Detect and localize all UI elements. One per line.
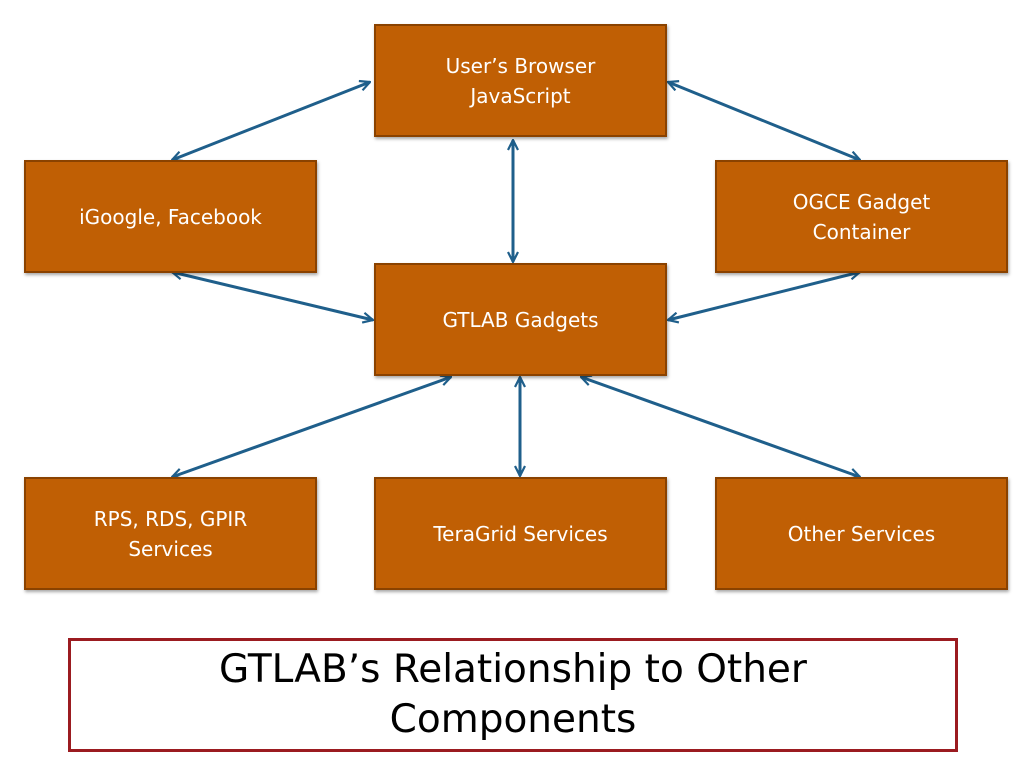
node-teragrid-services: TeraGrid Services	[374, 477, 667, 590]
node-other-services: Other Services	[715, 477, 1008, 590]
arrow-igoogle-gtlab	[172, 272, 373, 320]
diagram-caption: GTLAB’s Relationship to Other Components	[68, 638, 958, 752]
arrow-browser-igoogle	[172, 82, 370, 160]
node-rps-rds-gpir-services: RPS, RDS, GPIR Services	[24, 477, 317, 590]
arrow-ogce-gtlab	[668, 272, 860, 320]
node-gtlab-gadgets: GTLAB Gadgets	[374, 263, 667, 376]
node-igoogle-facebook: iGoogle, Facebook	[24, 160, 317, 273]
arrow-gtlab-rps	[172, 377, 451, 477]
node-users-browser: User’s Browser JavaScript	[374, 24, 667, 137]
arrow-gtlab-other	[581, 377, 860, 477]
node-ogce-gadget-container: OGCE Gadget Container	[715, 160, 1008, 273]
arrow-browser-ogce	[668, 82, 860, 160]
